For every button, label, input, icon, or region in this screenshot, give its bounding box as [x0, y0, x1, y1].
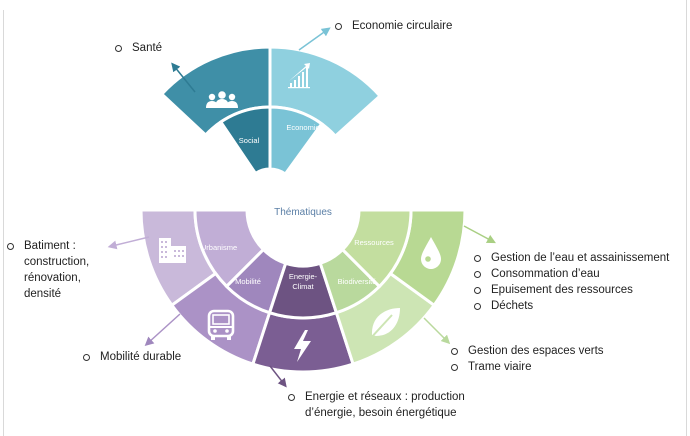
note-batiment: Batiment : construction, rénovation, den… — [4, 238, 119, 302]
mobilite-label: Mobilité — [235, 277, 261, 286]
biodiversite-arrow — [423, 317, 451, 345]
note-item: Santé — [112, 40, 162, 56]
ressources-label: Ressources — [354, 238, 394, 247]
growth-chart-icon — [288, 63, 310, 89]
leaf-icon — [368, 308, 400, 341]
bus-icon — [207, 309, 235, 340]
note-item: Epuisement des ressources — [471, 282, 669, 298]
urbanisme-label: Urbanisme — [201, 243, 237, 252]
note-economie-circulaire: Economie circulaire — [332, 18, 452, 34]
note-item: Trame viaire — [448, 359, 604, 375]
lightning-icon — [294, 330, 311, 362]
note-energie: Energie et réseaux : production d’énergi… — [285, 389, 485, 421]
note-item: Gestion de l’eau et assainissement — [471, 250, 669, 266]
ressources-arrow — [463, 225, 496, 244]
note-item: Mobilité durable — [80, 349, 181, 365]
thematiques-title: Thématiques — [274, 207, 332, 218]
biodiversite-label: Biodiversité — [338, 277, 377, 286]
ressources-inner-segment — [340, 208, 413, 289]
energie-arrow — [269, 365, 287, 388]
energie-label-line1: Energie- — [289, 272, 318, 281]
economie-inner-segment — [268, 105, 324, 177]
economie-arrow — [298, 27, 331, 51]
left-border — [3, 10, 4, 436]
note-item: Gestion des espaces verts — [448, 343, 604, 359]
note-item: Economie circulaire — [332, 18, 452, 34]
social-label: Social — [239, 136, 260, 145]
sante-arrow — [171, 62, 196, 93]
note-item: Batiment : construction, rénovation, den… — [4, 238, 119, 302]
batiment-arrow — [107, 236, 150, 250]
note-item: Energie et réseaux : production d’énergi… — [285, 389, 485, 421]
building-icon — [159, 238, 186, 263]
right-border — [686, 0, 687, 436]
note-mobilite-durable: Mobilité durable — [80, 349, 181, 365]
people-icon — [206, 91, 238, 108]
note-item: Consommation d’eau — [471, 266, 669, 282]
note-item: Déchets — [471, 298, 669, 314]
note-sante: Santé — [112, 40, 162, 56]
economie-label: Economie — [286, 123, 319, 132]
water-drop-icon — [421, 237, 441, 269]
mobilite-arrow — [144, 313, 181, 347]
energie-label-line2: Climat — [292, 282, 314, 291]
